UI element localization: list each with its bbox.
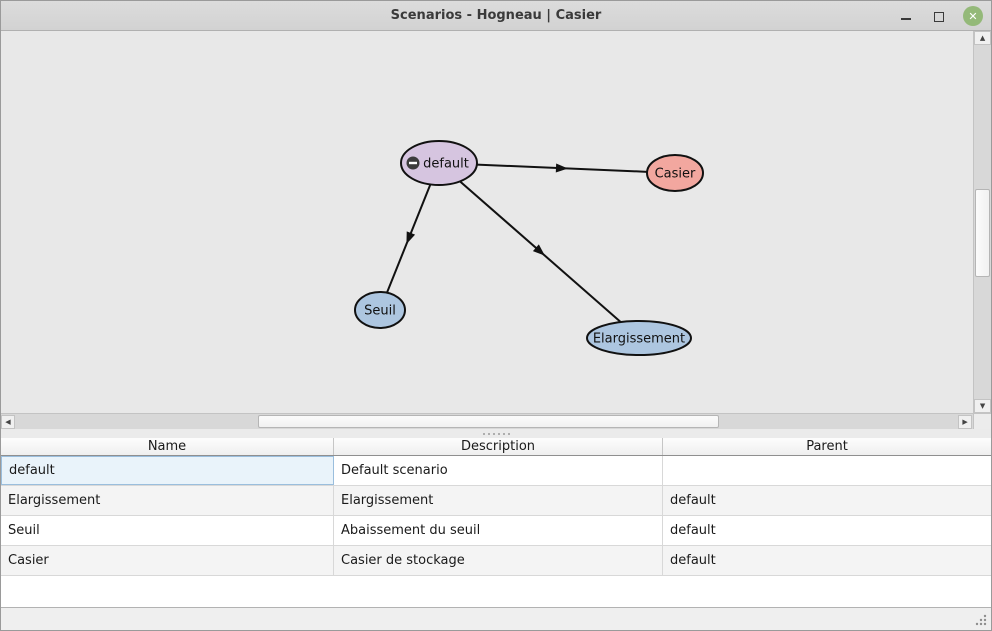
scroll-up-button[interactable]: ▲ (974, 31, 991, 45)
vertical-scrollbar-thumb[interactable] (975, 189, 991, 277)
status-bar (1, 608, 991, 630)
graph-node-default[interactable]: default (400, 140, 478, 186)
cell-description[interactable]: Casier de stockage (334, 546, 663, 575)
maximize-button[interactable] (930, 7, 948, 25)
cell-description[interactable]: Default scenario (334, 456, 663, 485)
edge-arrow-icon (532, 244, 545, 256)
down-arrow-icon: ▼ (979, 402, 986, 410)
graph-node-casier[interactable]: Casier (646, 154, 704, 192)
resize-grip-icon[interactable] (974, 613, 988, 627)
table-empty-area (1, 576, 991, 607)
cell-description[interactable]: Abaissement du seuil (334, 516, 663, 545)
horizontal-scrollbar-thumb[interactable] (258, 415, 719, 428)
left-arrow-icon: ◀ (5, 418, 11, 426)
minimize-icon (901, 18, 911, 20)
graph-node-seuil[interactable]: Seuil (354, 291, 406, 329)
table-row[interactable]: Casier Casier de stockage default (1, 546, 991, 576)
table-row[interactable]: Seuil Abaissement du seuil default (1, 516, 991, 546)
vertical-scrollbar[interactable]: ▲ ▼ (973, 31, 991, 413)
scroll-right-button[interactable]: ▶ (958, 415, 973, 429)
column-header-name[interactable]: Name (1, 438, 334, 455)
table-row[interactable]: default Default scenario (1, 456, 991, 486)
close-icon: ✕ (968, 9, 978, 23)
node-label: default (423, 157, 469, 172)
cell-name[interactable]: default (1, 456, 334, 485)
scroll-left-button[interactable]: ◀ (1, 415, 15, 429)
column-header-parent[interactable]: Parent (806, 439, 848, 454)
cell-name[interactable]: Casier (1, 546, 334, 575)
table-header: Name Description Parent (1, 438, 991, 456)
cell-parent[interactable]: default (670, 553, 716, 568)
window-controls: ✕ (897, 1, 983, 31)
title-bar: Scenarios - Hogneau | Casier ✕ (1, 1, 991, 31)
horizontal-scrollbar-row: ◀ ▶ (1, 413, 991, 429)
up-arrow-icon: ▲ (979, 34, 986, 42)
right-arrow-icon: ▶ (962, 418, 968, 426)
edge-arrow-icon (555, 163, 568, 173)
horizontal-scrollbar[interactable]: ◀ ▶ (1, 413, 974, 429)
pane-splitter[interactable] (1, 429, 991, 438)
scrollbar-corner (973, 413, 991, 429)
minimize-button[interactable] (897, 7, 915, 25)
edge-arrow-icon (406, 231, 416, 245)
scenario-table: Name Description Parent default Default … (1, 438, 991, 608)
close-button[interactable]: ✕ (963, 6, 983, 26)
cell-description[interactable]: Elargissement (334, 486, 663, 515)
cell-name[interactable]: Seuil (1, 516, 334, 545)
cell-parent[interactable]: default (670, 523, 716, 538)
graph-node-elargissement[interactable]: Elargissement (586, 320, 692, 356)
window-title: Scenarios - Hogneau | Casier (390, 8, 602, 23)
cell-parent[interactable] (663, 456, 991, 485)
column-header-description[interactable]: Description (334, 438, 663, 455)
node-label: Elargissement (593, 332, 685, 347)
node-label: Seuil (364, 304, 396, 319)
node-label: Casier (655, 167, 696, 182)
maximize-icon (934, 12, 944, 22)
cell-name[interactable]: Elargissement (1, 486, 334, 515)
scroll-down-button[interactable]: ▼ (974, 399, 991, 413)
table-row[interactable]: Elargissement Elargissement default (1, 486, 991, 516)
cell-parent[interactable]: default (670, 493, 716, 508)
